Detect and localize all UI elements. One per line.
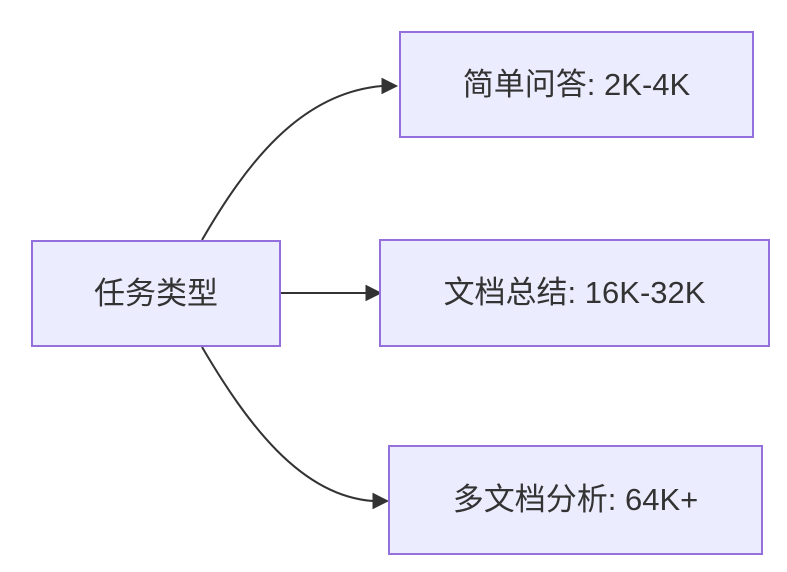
edge-root-to-multi-doc xyxy=(201,346,374,502)
edge-root-to-simple-qa xyxy=(201,85,383,241)
arrowhead-icon xyxy=(381,77,399,95)
arrowhead-icon xyxy=(372,492,390,510)
node-doc-summary-label: 文档总结: 16K-32K xyxy=(443,275,706,311)
node-simple-qa-label: 简单问答: 2K-4K xyxy=(462,66,691,102)
node-task-type: 任务类型 xyxy=(31,240,281,347)
node-multi-doc-analysis: 多文档分析: 64K+ xyxy=(388,445,763,555)
node-simple-qa: 简单问答: 2K-4K xyxy=(399,31,754,138)
node-task-type-label: 任务类型 xyxy=(94,275,218,311)
node-multi-doc-analysis-label: 多文档分析: 64K+ xyxy=(452,482,699,518)
node-doc-summary: 文档总结: 16K-32K xyxy=(379,239,770,347)
